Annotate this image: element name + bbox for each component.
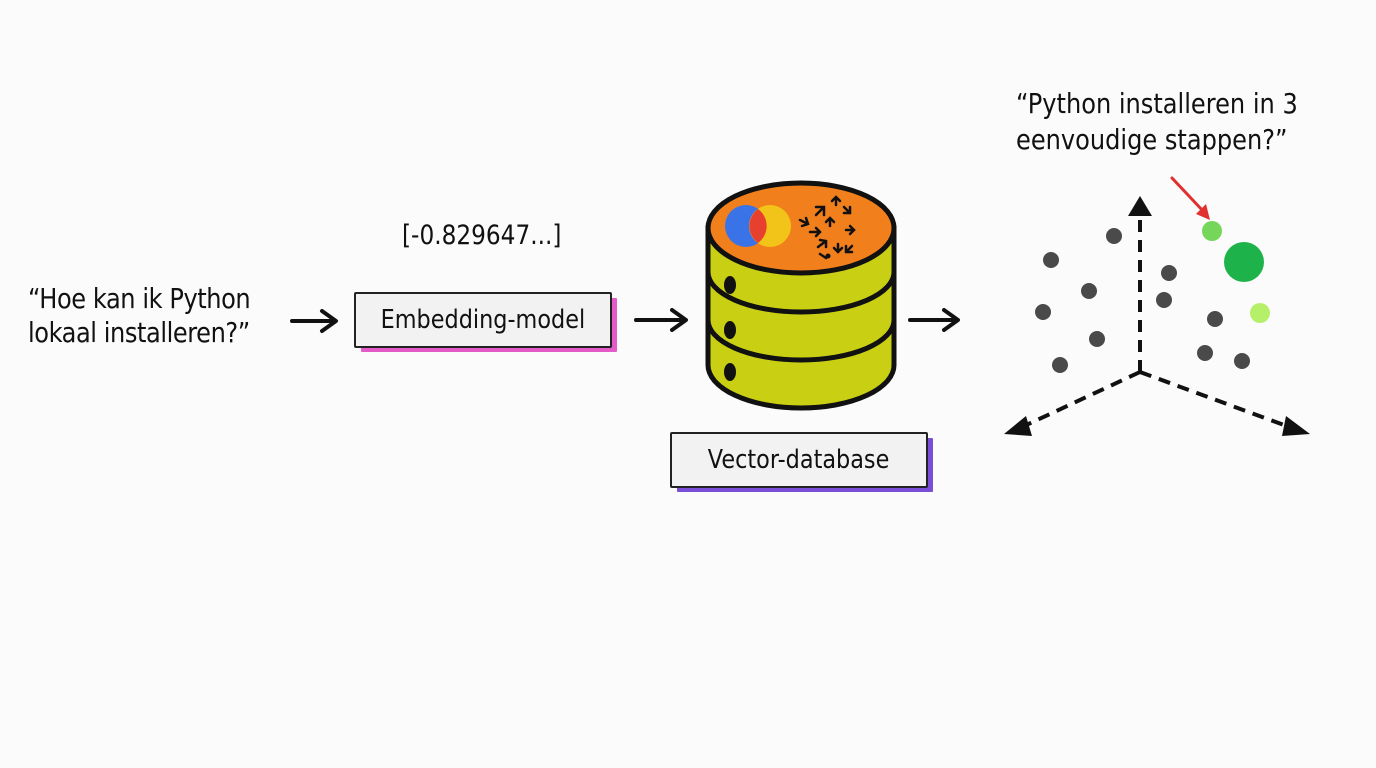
result-line-2: eenvoudige stappen?” — [1016, 123, 1288, 156]
vector-database-label: Vector-database — [708, 445, 890, 475]
3d-axes-icon — [1004, 196, 1310, 436]
vector-point — [1197, 345, 1213, 361]
vector-point-light — [1250, 303, 1270, 323]
query-text: “Hoe kan ik Python lokaal installeren?” — [28, 282, 251, 350]
embedding-model-label: Embedding-model — [380, 305, 586, 335]
vector-point — [1081, 283, 1097, 299]
vector-point — [1234, 353, 1250, 369]
arrow-swarm-icon — [798, 195, 856, 260]
query-line-2: lokaal installeren?” — [28, 316, 250, 349]
vector-point — [1035, 304, 1051, 320]
vector-database-box: Vector-database — [670, 432, 928, 488]
query-line-1: “Hoe kan ik Python — [28, 282, 251, 315]
vector-point — [1156, 292, 1172, 308]
arrow-right-icon — [634, 308, 688, 332]
vector-point — [1106, 228, 1122, 244]
arrow-right-icon — [908, 308, 960, 332]
vector-point — [1043, 252, 1059, 268]
result-text: “Python installeren in 3 eenvoudige stap… — [1016, 86, 1298, 158]
result-line-1: “Python installeren in 3 — [1016, 87, 1298, 120]
vector-point — [1089, 331, 1105, 347]
arrow-right-icon — [290, 309, 338, 333]
embedding-model-box: Embedding-model — [354, 292, 612, 348]
vector-point-match — [1224, 242, 1264, 282]
vector-point — [1207, 311, 1223, 327]
vector-point — [1161, 265, 1177, 281]
vector-space-points — [1035, 221, 1270, 373]
venn-logo-icon — [725, 205, 791, 247]
pointer-arrow-icon — [1170, 176, 1210, 220]
vector-point-near — [1202, 221, 1222, 241]
embedding-vector-value: [-0.829647...] — [402, 220, 562, 251]
vector-point — [1052, 357, 1068, 373]
